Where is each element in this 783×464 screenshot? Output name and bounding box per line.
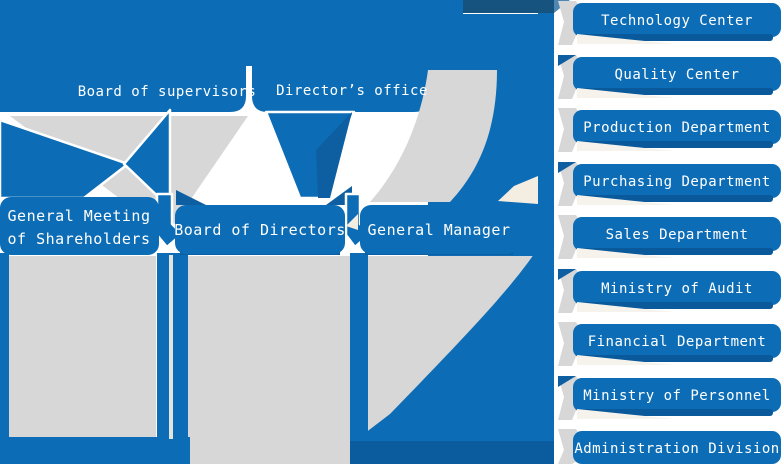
- label-administration-division: Administration Division: [574, 441, 779, 457]
- label-purchasing-department: Purchasing Department: [583, 174, 771, 190]
- flow-bottom-band-dark: [350, 441, 554, 464]
- cream-accent-gm: [346, 214, 358, 230]
- department-row-production: Production Department: [558, 108, 781, 152]
- label-sales-department: Sales Department: [606, 227, 749, 243]
- flow-big-diagonal: [352, 228, 554, 443]
- flow-top-dark-band: [463, 0, 554, 13]
- ribbon-fold: [577, 141, 674, 151]
- label-technology-center: Technology Center: [601, 13, 753, 29]
- flow-strip-1-slit: [169, 255, 173, 439]
- chevron-dark-notch: [558, 376, 576, 387]
- node-general-manager: [360, 205, 518, 254]
- department-row-purchasing: Purchasing Department: [558, 162, 781, 206]
- label-general-manager: General Manager: [368, 221, 511, 239]
- label-directors-office: Director’s office: [276, 83, 428, 99]
- flow-director-funnel-shade: [316, 112, 352, 198]
- flow-strip-2: [350, 253, 368, 445]
- node-purchasing-department: [573, 164, 781, 198]
- label-general-meeting-line2: of Shareholders: [8, 230, 151, 248]
- label-financial-department: Financial Department: [588, 334, 767, 350]
- department-row-audit: Ministry of Audit: [558, 269, 781, 313]
- label-board-of-directors: Board of Directors: [174, 221, 346, 239]
- department-row-quality: Quality Center: [558, 55, 781, 99]
- node-board-of-directors: [175, 205, 345, 254]
- node-production-department: [573, 110, 781, 144]
- gray-panel-center: [188, 256, 352, 464]
- ribbon-fold: [577, 34, 674, 44]
- gray-swath: [370, 70, 497, 202]
- node-quality-center: [573, 57, 781, 91]
- label-board-of-supervisors: Board of supervisors: [78, 84, 257, 100]
- cream-accent-right: [498, 176, 538, 204]
- flow-top-bridge: [246, 0, 254, 66]
- ribbon-fold: [577, 248, 674, 258]
- department-row-sales: Sales Department: [558, 215, 781, 259]
- node-sales-department: [573, 217, 781, 251]
- department-row-financial: Financial Department: [558, 322, 781, 366]
- label-general-meeting-line1: General Meeting: [8, 207, 151, 225]
- flow-supervisors-block: [0, 0, 246, 112]
- label-ministry-of-audit: Ministry of Audit: [601, 281, 753, 297]
- node-ministry-of-audit: [573, 271, 781, 305]
- node-financial-department: [573, 324, 781, 358]
- label-production-department: Production Department: [583, 120, 771, 136]
- node-general-meeting: [0, 197, 159, 255]
- department-row-technology: Technology Center: [558, 1, 781, 45]
- ribbon-fold: [577, 88, 674, 98]
- label-quality-center: Quality Center: [614, 67, 739, 83]
- ribbon-fold: [577, 195, 674, 205]
- node-ministry-of-personnel: [573, 378, 781, 412]
- chevron-dark-notch: [558, 269, 576, 280]
- department-row-personnel: Ministry of Personnel: [558, 376, 781, 420]
- ribbon-fold: [577, 409, 674, 419]
- gray-panel-left: [8, 256, 156, 438]
- chevron-dark-notch: [558, 55, 576, 66]
- flow-mid-triangle: [122, 108, 172, 210]
- flow-dark-wedge-bod: [176, 190, 206, 205]
- node-technology-center: [573, 3, 781, 37]
- ribbon-fold: [577, 355, 674, 365]
- label-ministry-of-personnel: Ministry of Personnel: [583, 388, 771, 404]
- department-row-administration: Administration Division: [558, 429, 781, 464]
- chevron-dark-notch: [558, 162, 576, 173]
- node-administration-division: [573, 431, 781, 464]
- ribbon-fold: [577, 302, 674, 312]
- flow-left-border: [0, 253, 9, 464]
